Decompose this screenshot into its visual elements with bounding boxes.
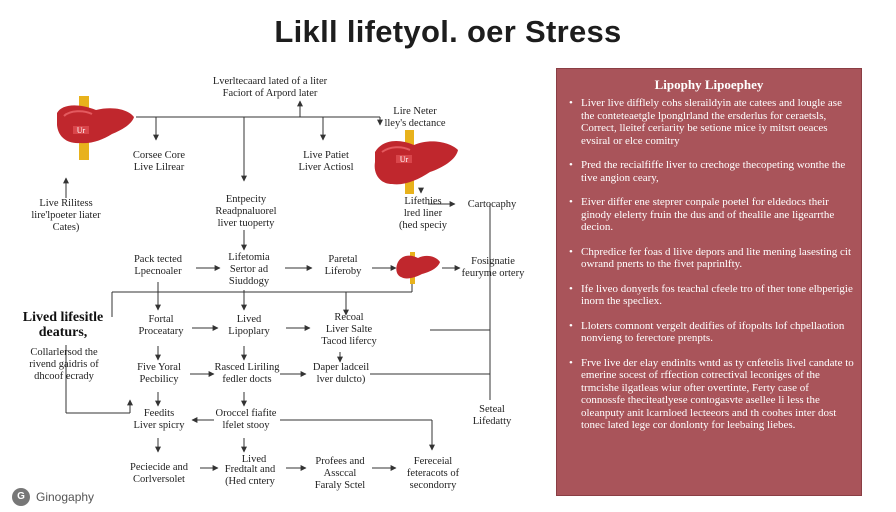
node-live-patient: Live Patiet Liver Actiosl [298,150,354,173]
panel-bullet: Liver live difflely cohs sleraildyin ate… [569,97,855,147]
node-lived-bottom: Lived [241,454,267,465]
node-seteal: Seteal Lifedatty [472,404,512,427]
liver-left-icon [57,96,134,160]
node-rasced: Rasced Liriling fedler docts [214,362,280,385]
node-top-center: Lverltecaard lated of a liter Faciort of… [212,76,328,99]
logo-text: Ginogaphy [36,490,95,504]
panel-bullet: Chpredice fer foas d liive depors and li… [569,246,855,271]
liver-right-icon [374,130,458,194]
node-colloriesd: Collarlersod the rivend gaidris of dhcoo… [29,347,99,382]
node-paretal: Paretal Liferoby [324,254,362,277]
liver-small-icon [396,252,440,284]
node-fortal: Fortal Proceatary [138,314,184,337]
panel-bullet-list: Liver live difflely cohs sleraildyin ate… [569,97,855,444]
brand-logo: G Ginogaphy [12,488,94,506]
panel-title: Lipophy Lipoephey [654,77,764,92]
node-proteas: Profees and Assccal Faraly Sctel [314,456,366,491]
panel-bullet: Eiver differ ene steprer conpale poetel … [569,196,855,234]
node-top-right: Lire Neter lley's dectance [384,106,446,129]
node-live-risless: Live Rilitess lire'lpoeter liater Cates) [31,198,101,233]
node-entpecity: Entpecity Readpnaluorel liver tuoperty [215,194,277,229]
info-panel: Lipophy Lipoephey Liver live difflely co… [556,68,862,496]
node-recoal: Recoal Liver Salte Tacod lifercy [321,312,377,347]
diagram-title: Likll lifetyol. oer Stress [274,14,622,49]
node-daper: Daper ladceil lver dulcto) [312,362,370,385]
node-five-yoral: Five Yoral Pecbilicy [137,362,181,385]
liver-right-label: Ur [399,155,409,164]
node-lifethies: Lifethies lred liner (hed speciy [398,196,448,231]
node-orocel: Oroccel fiafite lfelet stooy [215,408,277,431]
logo-icon: G [12,488,30,506]
node-fereceial: Fereceial feteracots of secondorry [406,456,460,491]
panel-bullet: Pred the recialfiffe liver to crechoge t… [569,159,855,184]
node-fredtalt: Fredtalt and (Hed cntery [224,464,276,487]
node-lifetomia: Lifetomia Sertor ad Siuddogy [228,252,270,287]
node-lived-lifestyle: Lived lifesitle deaturs, [22,310,104,340]
panel-bullet: Ife liveo donyerls fos teachal cfeele tr… [569,283,855,308]
node-cartocaphy: Cartocaphy [467,199,517,210]
liver-left-label: Ur [76,126,86,135]
node-corse-core: Corsee Core Live Lilrear [132,150,186,173]
node-fosignatie: Fosignatie feuryme ortery [461,256,525,279]
panel-bullet: Frve live der elay endinlts wntd as ty c… [569,357,855,432]
node-lived-lipoplary: Lived Lipoplary [228,314,270,337]
node-peciade: Peciecide and Corlversolet [129,462,188,485]
node-pack-tected: Pack tected Lpecnoaler [133,254,183,277]
node-feedits: Feedits Liver spicry [133,408,185,431]
panel-bullet: Lloters comnont vergelt dedifies of ifop… [569,320,855,345]
